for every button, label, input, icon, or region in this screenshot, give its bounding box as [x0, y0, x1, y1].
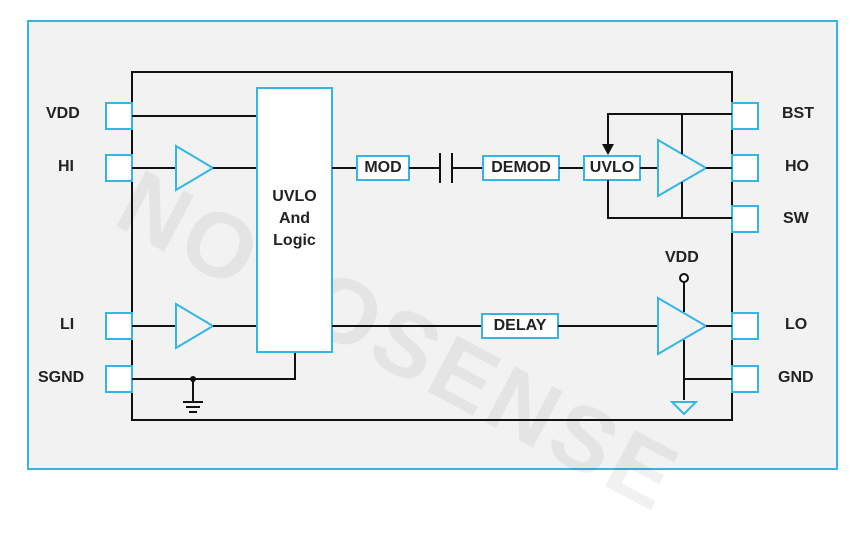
delay-block [481, 313, 559, 339]
pin-sgnd [105, 365, 133, 393]
label-vdd-rail: VDD [665, 249, 699, 266]
pin-ho [731, 154, 759, 182]
label-hi: HI [58, 158, 74, 175]
demod-block [482, 155, 560, 181]
uvlo-arrow [602, 144, 614, 155]
label-lo: LO [785, 316, 808, 333]
label-uvlo-logic: UVLO And Logic [272, 188, 317, 249]
label-bst: BST [782, 105, 814, 122]
pin-sw [731, 205, 759, 233]
uvlo-logic-block [256, 87, 333, 353]
li-buffer [175, 302, 215, 350]
label-delay: DELAY [493, 317, 547, 334]
bst-wire [607, 113, 732, 148]
label-uvlo: UVLO [589, 159, 635, 176]
pin-hi [105, 154, 133, 182]
label-li: LI [60, 316, 75, 333]
uvlo-block [583, 155, 641, 181]
sw-wire [607, 180, 732, 219]
label-vdd: VDD [46, 105, 80, 122]
gnd-arrow [669, 401, 699, 416]
chip-body [131, 71, 733, 421]
pin-bst [731, 102, 759, 130]
mod-block [356, 155, 410, 181]
sgnd-wire [132, 352, 296, 380]
pin-gnd [731, 365, 759, 393]
block-diagram [105, 71, 759, 421]
hi-buffer [175, 144, 215, 192]
pin-vdd [105, 102, 133, 130]
pin-lo [731, 312, 759, 340]
diagram-frame [27, 20, 838, 470]
pin-li [105, 312, 133, 340]
label-demod: DEMOD [491, 159, 551, 176]
label-ho: HO [785, 158, 809, 175]
low-side-driver [657, 296, 708, 356]
label-gnd: GND [778, 369, 814, 386]
label-sw: SW [783, 210, 809, 227]
label-mod: MOD [364, 159, 402, 176]
vdd-terminal [679, 273, 689, 283]
label-sgnd: SGND [38, 369, 85, 386]
